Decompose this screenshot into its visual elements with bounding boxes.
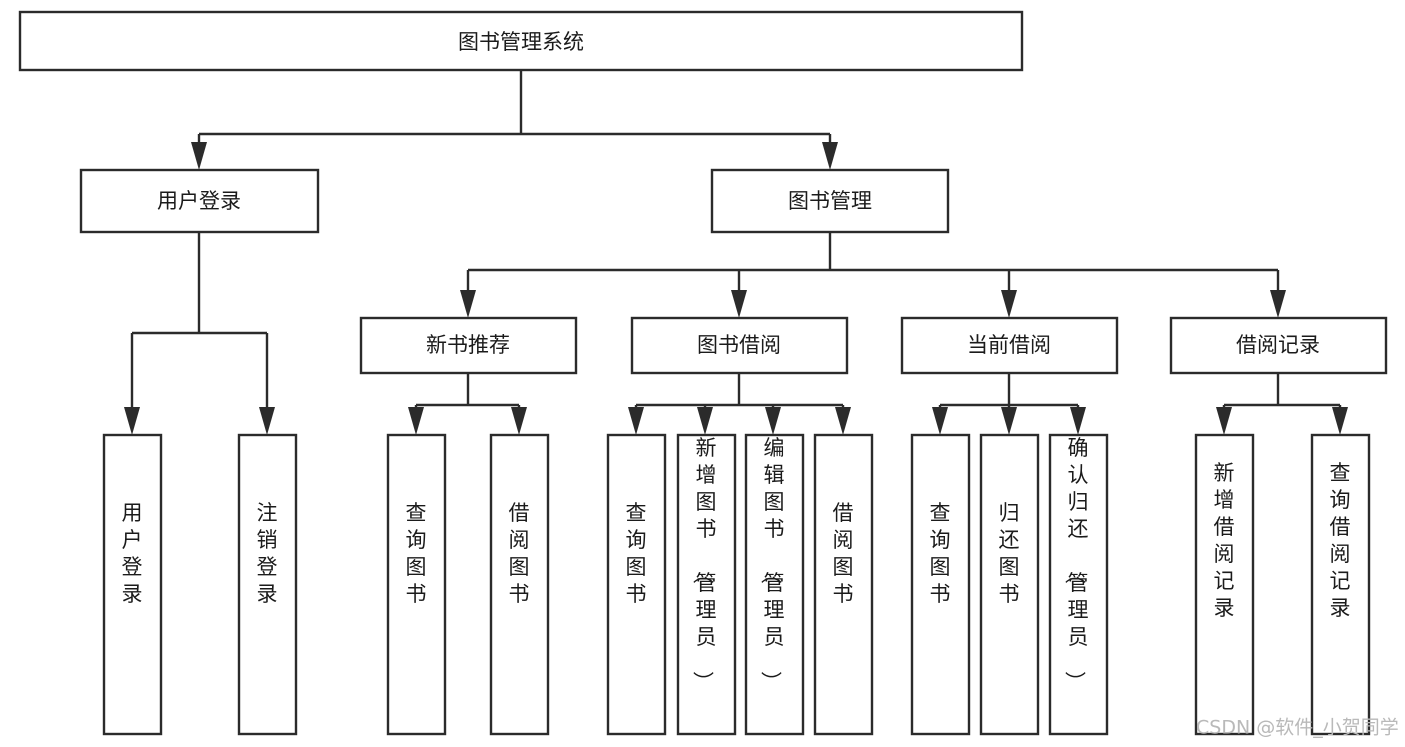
arrowhead-book-borrow-leaf-3 xyxy=(765,407,781,435)
node-leaf-borrow-book-2-label: 借阅图书 xyxy=(833,501,854,606)
node-leaf-return-book-box[interactable] xyxy=(979,433,1040,736)
node-leaf-add-book-box[interactable] xyxy=(676,433,737,736)
node-leaf-borrow-book-1[interactable]: 借阅图书 xyxy=(489,433,550,736)
node-leaf-add-record-label: 新增借阅记录 xyxy=(1214,461,1235,620)
node-leaf-user-login-label: 用户登录 xyxy=(122,501,143,606)
arrowhead-root-to-user-login xyxy=(191,142,207,170)
node-leaf-edit-book-box[interactable] xyxy=(744,433,805,736)
node-leaf-logout-label: 注销登录 xyxy=(257,501,278,606)
arrowhead-to-current-borrow xyxy=(1001,290,1017,318)
arrowhead-book-borrow-leaf-2 xyxy=(697,407,713,435)
arrowhead-root-to-book-manage xyxy=(822,142,838,170)
node-leaf-add-record[interactable]: 新增借阅记录 xyxy=(1194,433,1255,736)
node-current-borrow-label: 当前借阅 xyxy=(967,333,1051,357)
node-leaf-confirm-return[interactable]: 确认归还（管理员） xyxy=(1048,433,1109,736)
node-leaf-add-record-box[interactable] xyxy=(1194,433,1255,736)
node-borrow-record-box[interactable] xyxy=(1169,316,1388,375)
node-root[interactable]: 图书管理系统 xyxy=(18,10,1024,72)
node-book-manage[interactable]: 图书管理 xyxy=(710,168,950,234)
node-root-label: 图书管理系统 xyxy=(458,30,584,54)
node-user-login-label: 用户登录 xyxy=(157,189,241,213)
arrowhead-to-new-book-rec xyxy=(460,290,476,318)
node-leaf-confirm-return-box[interactable] xyxy=(1048,433,1109,736)
arrowhead-borrow-record-leaf-1 xyxy=(1216,407,1232,435)
connector-layer xyxy=(124,70,1348,435)
node-leaf-borrow-book-1-label: 借阅图书 xyxy=(509,501,530,606)
node-leaf-query-record-box[interactable] xyxy=(1310,433,1371,736)
node-leaf-return-book[interactable]: 归还图书 xyxy=(979,433,1040,736)
node-leaf-query-book-3-label: 查询图书 xyxy=(930,501,951,606)
arrowhead-current-borrow-leaf-3 xyxy=(1070,407,1086,435)
arrowhead-book-borrow-leaf-1 xyxy=(628,407,644,435)
node-leaf-borrow-book-2-box[interactable] xyxy=(813,433,874,736)
node-current-borrow-box[interactable] xyxy=(900,316,1119,375)
node-leaf-query-book-3[interactable]: 查询图书 xyxy=(910,433,971,736)
node-leaf-query-book-1-label: 查询图书 xyxy=(406,501,427,606)
node-leaf-user-login-box[interactable] xyxy=(102,433,163,736)
node-new-book-rec[interactable]: 新书推荐 xyxy=(359,316,578,375)
node-leaf-add-book[interactable]: 新增图书（管理员） xyxy=(676,433,737,736)
arrowhead-to-borrow-record xyxy=(1270,290,1286,318)
node-new-book-rec-label: 新书推荐 xyxy=(426,333,510,357)
node-leaf-user-login[interactable]: 用户登录 xyxy=(102,433,163,736)
arrowhead-to-book-borrow xyxy=(731,290,747,318)
node-leaf-edit-book-label: 编辑图书（管理员） xyxy=(759,436,785,692)
arrowhead-user-login-leaf-1 xyxy=(124,407,140,435)
arrowhead-borrow-record-leaf-2 xyxy=(1332,407,1348,435)
node-current-borrow[interactable]: 当前借阅 xyxy=(900,316,1119,375)
node-leaf-add-book-label: 新增图书（管理员） xyxy=(691,436,717,692)
node-borrow-record[interactable]: 借阅记录 xyxy=(1169,316,1388,375)
node-leaf-confirm-return-label: 确认归还（管理员） xyxy=(1063,436,1089,692)
arrowhead-current-borrow-leaf-2 xyxy=(1001,407,1017,435)
node-user-login[interactable]: 用户登录 xyxy=(79,168,320,234)
node-book-borrow-label: 图书借阅 xyxy=(697,333,781,357)
node-book-borrow-box[interactable] xyxy=(630,316,849,375)
node-book-manage-label: 图书管理 xyxy=(788,189,872,213)
arrowhead-new-book-rec-leaf-1 xyxy=(408,407,424,435)
node-book-borrow[interactable]: 图书借阅 xyxy=(630,316,849,375)
node-leaf-query-book-1-box[interactable] xyxy=(386,433,447,736)
node-leaf-query-record-label: 查询借阅记录 xyxy=(1330,461,1351,620)
node-leaf-query-book-3-box[interactable] xyxy=(910,433,971,736)
node-root-box[interactable] xyxy=(18,10,1024,72)
node-leaf-query-book-1[interactable]: 查询图书 xyxy=(386,433,447,736)
arrowhead-new-book-rec-leaf-2 xyxy=(511,407,527,435)
node-leaf-query-book-2-label: 查询图书 xyxy=(626,501,647,606)
csdn-watermark: CSDN @软件_小贺同学 xyxy=(1196,717,1399,739)
node-leaf-query-book-2-box[interactable] xyxy=(606,433,667,736)
arrowhead-book-borrow-leaf-4 xyxy=(835,407,851,435)
node-leaf-logout[interactable]: 注销登录 xyxy=(237,433,298,736)
node-book-manage-box[interactable] xyxy=(710,168,950,234)
node-leaf-return-book-label: 归还图书 xyxy=(999,501,1020,606)
arrowhead-current-borrow-leaf-1 xyxy=(932,407,948,435)
node-leaf-query-book-2[interactable]: 查询图书 xyxy=(606,433,667,736)
node-leaf-logout-box[interactable] xyxy=(237,433,298,736)
node-leaf-borrow-book-1-box[interactable] xyxy=(489,433,550,736)
arrowhead-user-login-leaf-2 xyxy=(259,407,275,435)
node-leaf-query-record[interactable]: 查询借阅记录 xyxy=(1310,433,1371,736)
node-new-book-rec-box[interactable] xyxy=(359,316,578,375)
node-user-login-box[interactable] xyxy=(79,168,320,234)
node-leaf-edit-book[interactable]: 编辑图书（管理员） xyxy=(744,433,805,736)
node-borrow-record-label: 借阅记录 xyxy=(1236,333,1320,357)
node-leaf-borrow-book-2[interactable]: 借阅图书 xyxy=(813,433,874,736)
